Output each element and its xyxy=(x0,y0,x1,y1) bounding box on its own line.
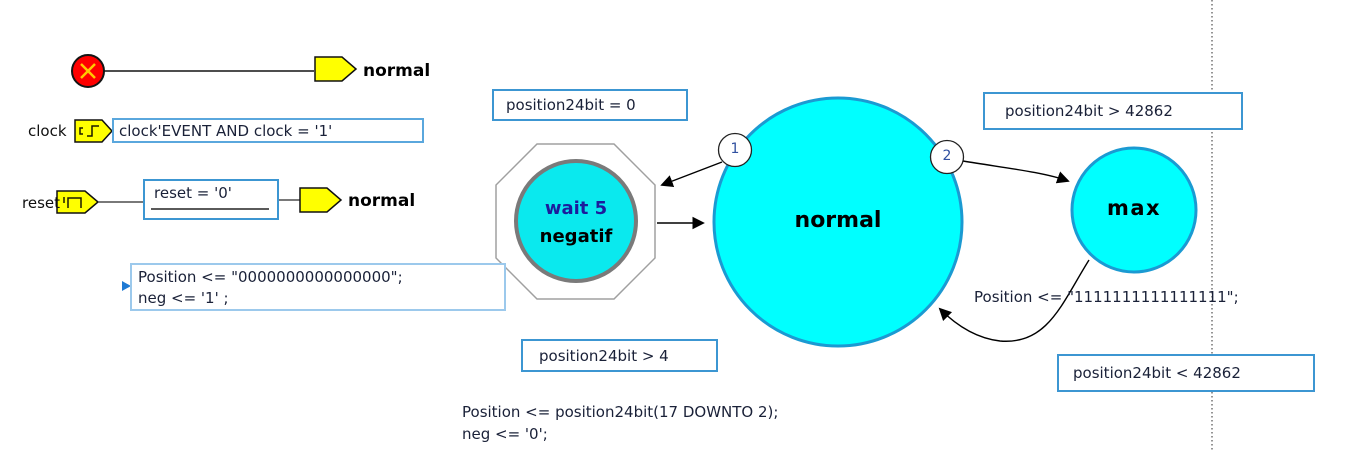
condition-wait-to-normal[interactable]: position24bit > 4 xyxy=(521,339,718,372)
max-state-label: max xyxy=(1106,196,1162,220)
priority-1-circle[interactable] xyxy=(717,132,753,168)
reset-signal-label: reset xyxy=(22,194,60,212)
priority-2-circle[interactable] xyxy=(929,139,965,175)
target-arrow-icon[interactable] xyxy=(299,187,343,213)
condition-normal-to-max[interactable]: position24bit > 42862 xyxy=(983,92,1243,130)
state-wait[interactable] xyxy=(514,159,638,283)
reset-signal-icon[interactable] xyxy=(56,190,100,214)
reset-target-label: normal xyxy=(348,191,416,211)
clock-signal-label: clock xyxy=(28,122,67,140)
priority-2-label: 2 xyxy=(942,148,952,164)
wait-state-subtitle: negatif xyxy=(539,226,613,247)
transition-normal-to-max[interactable] xyxy=(962,160,1070,184)
wait-to-normal-action-line2: neg <= '0'; xyxy=(462,425,548,443)
normal-state-label: normal xyxy=(794,208,882,233)
clock-c-glyph xyxy=(79,127,83,135)
condition-max-to-normal[interactable]: position24bit < 42862 xyxy=(1057,354,1315,392)
max-to-normal-action-text[interactable]: Position <= "1111111111111111"; xyxy=(974,288,1239,306)
rising-edge-glyph xyxy=(87,125,99,137)
state-max[interactable] xyxy=(1070,146,1198,274)
pulse-glyph xyxy=(67,197,82,208)
wait-state-label: wait 5 negatif xyxy=(496,195,656,251)
transition-max-to-normal[interactable] xyxy=(938,259,1090,342)
reset-condition-text: reset = '0' xyxy=(154,184,232,202)
reset-action-line2: neg <= '1' ; xyxy=(138,289,229,307)
reset-action-line1: Position <= "0000000000000000"; xyxy=(138,268,403,286)
action-anchor-icon xyxy=(122,281,131,291)
reset-action-box[interactable]: Position <= "0000000000000000"; neg <= '… xyxy=(130,263,506,311)
wait-to-normal-action-text[interactable]: Position <= position24bit(17 DOWNTO 2); … xyxy=(462,401,778,445)
priority-1-label: 1 xyxy=(730,141,740,157)
clock-condition-box[interactable]: clock'EVENT AND clock = '1' xyxy=(112,118,424,143)
reset-transition-underline xyxy=(151,208,269,210)
state-normal[interactable] xyxy=(712,96,964,348)
target-arrow-icon[interactable] xyxy=(314,56,358,82)
condition-normal-to-wait[interactable]: position24bit = 0 xyxy=(492,89,688,121)
initial-state-icon[interactable] xyxy=(71,54,105,88)
clock-signal-icon[interactable] xyxy=(74,119,114,143)
transition-normal-to-wait[interactable] xyxy=(660,161,723,188)
initial-target-label: normal xyxy=(363,61,431,81)
wait-state-title: wait 5 xyxy=(544,198,608,219)
reset-condition-box[interactable]: reset = '0' xyxy=(143,179,279,220)
wait-to-normal-action-line1: Position <= position24bit(17 DOWNTO 2); xyxy=(462,403,779,421)
